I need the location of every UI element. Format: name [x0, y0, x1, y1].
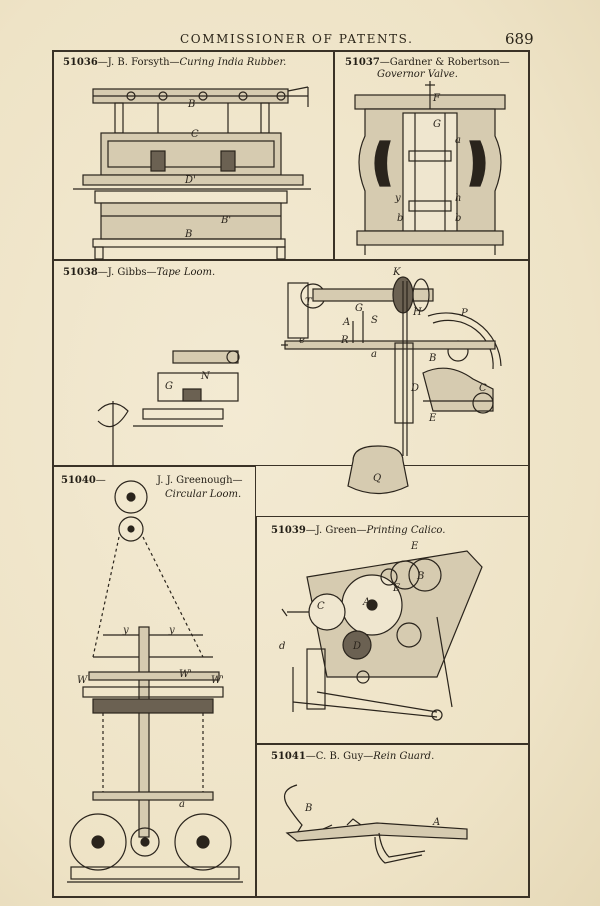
label-G-top: G [355, 303, 363, 314]
label-b-right: b [455, 213, 461, 224]
figure-panel-51040: 51040— J. J. Greenough— Circular Loom. [52, 466, 256, 898]
label-h: h [455, 193, 461, 204]
label-W-prime-2: W' [211, 675, 224, 686]
label-P: P [460, 308, 468, 319]
rein-guard-drawing: B A [284, 784, 468, 864]
figure-inventor: C. B. Guy [315, 751, 364, 762]
label-W-prime-1: W' [179, 669, 192, 680]
label-N: N [200, 371, 211, 382]
label-S: S [371, 315, 378, 326]
figure-panel-51038: 51038—J. Gibbs—Tape Loom. [52, 260, 530, 495]
label-y-left: y [122, 625, 129, 636]
figure-panel-51036: 51036—J. B. Forsyth—Curing India Rubber. [52, 50, 334, 260]
figure-title: Rein Guard. [373, 751, 435, 762]
figure-caption-51037: 51037—Gardner & Robertson— [345, 57, 510, 68]
figure-title: Printing Calico. [366, 525, 446, 536]
figure-caption-51036: 51036—J. B. Forsyth—Curing India Rubber. [63, 57, 287, 68]
label-a: a [179, 799, 185, 810]
figure-caption-51039: 51039—J. Green—Printing Calico. [271, 525, 446, 536]
label-K: K [392, 267, 401, 278]
figure-number: 51038 [63, 267, 98, 278]
figure-inventor: J. Gibbs [107, 267, 147, 278]
label-e: e [299, 335, 305, 346]
figure-title: Governor Valve. [377, 69, 458, 80]
figure-panel-51039: 51039—J. Green—Printing Calico. [256, 516, 530, 744]
label-B: B [187, 99, 195, 110]
label-A: A [362, 597, 370, 608]
label-D: D [410, 383, 419, 394]
label-Q: Q [373, 473, 381, 484]
label-F: F [432, 93, 441, 104]
label-C: C [479, 383, 487, 394]
figure-panel-51041: 51041—C. B. Guy—Rein Guard. B A [256, 744, 530, 898]
label-b: b [397, 213, 403, 224]
governor-valve-drawing: F G a y b h b [354, 81, 506, 255]
label-B: B [304, 803, 312, 814]
figure-panel-51037: 51037—Gardner & Robertson— Governor Valv… [334, 50, 530, 260]
figure-caption-51040-inventor: J. J. Greenough— [157, 475, 243, 486]
figure-number: 51041 [271, 751, 306, 762]
label-a: a [455, 135, 461, 146]
label-G-left: G [165, 381, 173, 392]
label-B-lower: B [184, 229, 192, 240]
figure-caption-51040: 51040— [61, 475, 106, 486]
figure-inventor: J. B. Forsyth [107, 57, 170, 68]
running-head: COMMISSIONER OF PATENTS. [180, 32, 414, 46]
label-E-mid: E [392, 583, 401, 594]
label-C: C [317, 601, 325, 612]
figure-number: 51036 [63, 57, 98, 68]
curing-press-drawing: B C D' B' B [73, 86, 311, 260]
label-D-prime: D' [184, 175, 196, 186]
figure-caption-51041: 51041—C. B. Guy—Rein Guard. [271, 751, 435, 762]
figure-title: Curing India Rubber. [179, 57, 287, 68]
label-A: A [432, 817, 440, 828]
label-B: B [416, 571, 424, 582]
calico-printer-drawing: E B E A C d D [279, 541, 483, 721]
label-R: R [340, 335, 349, 346]
label-d: d [279, 641, 285, 652]
page-number: 689 [505, 30, 534, 48]
label-E: E [428, 413, 437, 424]
label-C: C [191, 129, 199, 140]
label-D: D [352, 641, 361, 652]
label-y: y [394, 193, 401, 204]
figure-title: Tape Loom. [156, 267, 216, 278]
label-H: H [412, 307, 422, 318]
label-G: G [433, 119, 441, 130]
figure-number: 51040 [61, 475, 96, 486]
figure-inventor: J. Green [315, 525, 357, 536]
label-W: W [77, 675, 88, 686]
label-B: B [428, 353, 436, 364]
figure-inventor: Gardner & Robertson [389, 57, 500, 68]
label-A: A [342, 317, 350, 328]
label-T: T [305, 297, 313, 308]
figure-inventor: J. J. Greenough [157, 475, 233, 486]
label-B-prime: B' [220, 215, 231, 226]
tape-loom-drawing: K T G S H A P e R a B N G D C E Q [97, 267, 502, 495]
circular-loom-drawing: y y W W' W' a [67, 480, 243, 883]
label-y-right: y [168, 625, 175, 636]
figure-caption-51038: 51038—J. Gibbs—Tape Loom. [63, 267, 216, 278]
label-a: a [371, 349, 377, 360]
label-E-top: E [410, 541, 419, 552]
figure-number: 51037 [345, 57, 380, 68]
figure-title: Circular Loom. [165, 489, 242, 500]
figure-number: 51039 [271, 525, 306, 536]
page-header: COMMISSIONER OF PATENTS. 689 [0, 30, 600, 50]
